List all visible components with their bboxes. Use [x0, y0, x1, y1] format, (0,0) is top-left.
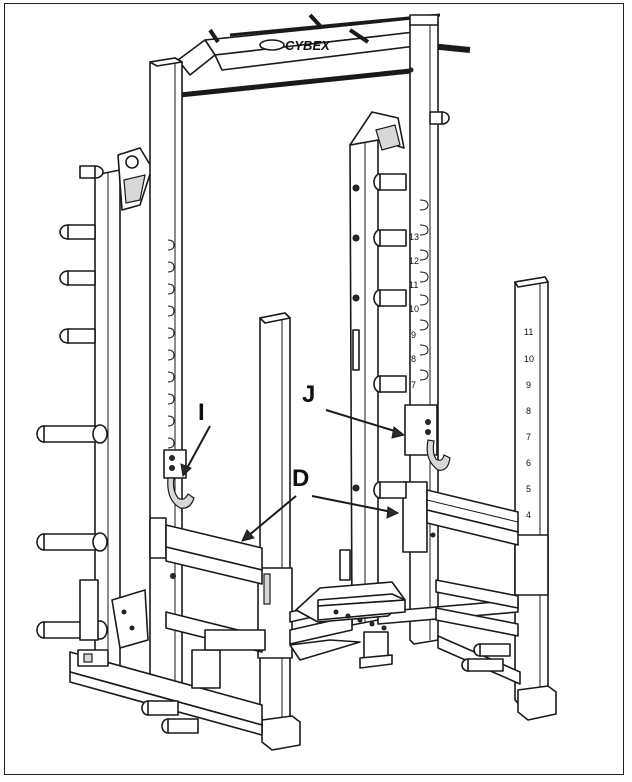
- callout-d: D: [241, 465, 400, 542]
- callout-label-d: D: [292, 465, 309, 492]
- j-hook-left: [163, 449, 195, 509]
- right-upright-slots: [419, 199, 429, 381]
- svg-text:13: 13: [409, 232, 419, 242]
- svg-text:10: 10: [524, 354, 534, 364]
- svg-text:8: 8: [411, 354, 416, 364]
- front-upright-numbers: 11 10 9 8 7 6 5 4: [524, 327, 534, 520]
- callout-j: J: [302, 381, 406, 439]
- front-left-upright: [257, 312, 301, 751]
- front-right-upright: 11 10 9 8 7 6 5 4: [514, 276, 557, 721]
- svg-text:7: 7: [411, 380, 416, 390]
- right-inner-upright: [349, 111, 407, 626]
- left-upright-holes: [167, 239, 175, 449]
- left-rear-upright: [36, 147, 153, 686]
- svg-text:8: 8: [526, 406, 531, 416]
- center-bench: [289, 581, 406, 661]
- svg-text:11: 11: [409, 280, 418, 290]
- brand-logo: CYBEX: [285, 38, 331, 53]
- j-hook-right: [404, 404, 451, 471]
- base-frame: [69, 549, 521, 736]
- left-safety-bar: [165, 524, 263, 585]
- svg-text:4: 4: [526, 510, 531, 520]
- right-upright-numbers: 13 12 11 10 9 8 7: [409, 232, 419, 390]
- svg-text:7: 7: [526, 432, 531, 442]
- callout-i: I: [180, 399, 211, 478]
- svg-text:9: 9: [526, 380, 531, 390]
- svg-text:9: 9: [411, 330, 416, 340]
- left-main-upright: [149, 57, 195, 706]
- right-safety-bar: [426, 489, 519, 546]
- weight-horns: [36, 165, 108, 640]
- right-main-upright: 13 12 11 10 9 8 7: [402, 14, 451, 645]
- callout-label-j: J: [302, 381, 315, 408]
- svg-text:10: 10: [409, 304, 419, 314]
- svg-text:12: 12: [409, 256, 419, 266]
- svg-text:11: 11: [524, 327, 533, 337]
- top-frame: CYBEX: [177, 13, 471, 98]
- svg-text:5: 5: [526, 484, 531, 494]
- diagram-frame: [4, 3, 624, 775]
- callout-label-i: I: [198, 399, 205, 426]
- svg-text:6: 6: [526, 458, 531, 468]
